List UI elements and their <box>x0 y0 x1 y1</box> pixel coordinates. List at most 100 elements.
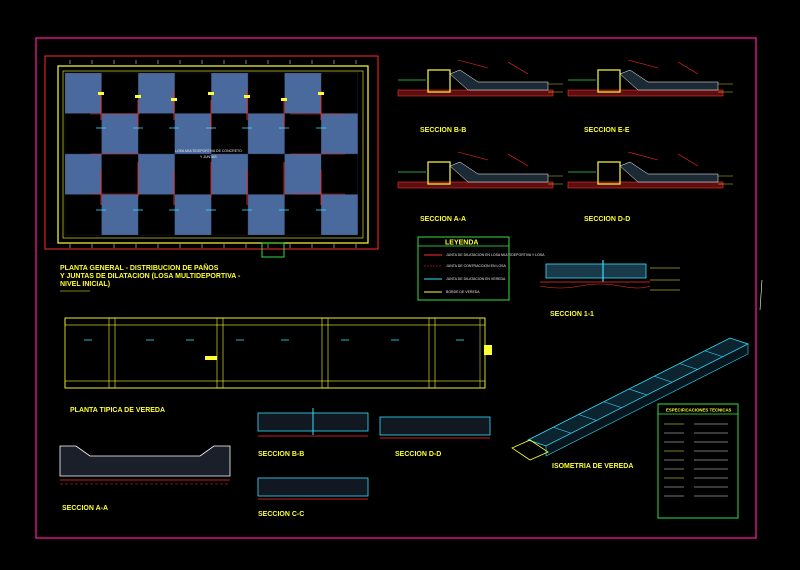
joint-tag <box>135 95 141 98</box>
slab-panel <box>138 194 175 236</box>
slab-panel <box>211 194 249 236</box>
cursor-mark <box>759 279 763 311</box>
joint-tag <box>98 92 104 95</box>
plan-general: LOSA MULTIDEPORTIVA DE CONCRETO Y JUNTAS… <box>44 55 379 292</box>
plan-curb <box>57 65 369 244</box>
plan-title-line-3: NIVEL INICIAL) <box>60 281 110 288</box>
iso-joint <box>679 363 698 370</box>
slab-panel <box>138 72 175 114</box>
slab-panel <box>247 113 285 155</box>
section-a-bottom-title: SECCION A-A <box>62 505 108 512</box>
slab-panel <box>174 153 212 195</box>
specs-title: ESPECIFICACIONES TECNICAS <box>666 408 732 413</box>
section-c-slab <box>257 477 369 497</box>
section-base <box>567 89 724 97</box>
legend-item-1: JUNTA DE DILATACION EN LOSA MULTIDEPORTI… <box>446 253 545 257</box>
slab-panel <box>284 72 322 114</box>
joint-tag <box>171 98 177 101</box>
vereda-top-border <box>64 317 486 326</box>
slab-panel <box>101 113 139 155</box>
slab-panel <box>101 72 139 114</box>
slab-panel <box>174 194 212 236</box>
iso-joint <box>628 388 648 396</box>
iso-joint <box>654 375 673 383</box>
section-slab <box>449 161 549 183</box>
slab-panel <box>211 113 249 155</box>
section-leader <box>677 153 699 167</box>
iso-joint <box>553 426 572 434</box>
specs-frame <box>657 403 739 519</box>
section-d-bottom-title: SECCION D-D <box>395 451 441 458</box>
section-1-1: SECCION 1-1 <box>539 260 680 318</box>
section-leader <box>627 59 659 69</box>
slab-panel <box>321 153 358 195</box>
vereda-plan: PLANTA TIPICA DE VEREDA <box>64 317 492 414</box>
slab-panel <box>247 72 285 114</box>
vereda-joint <box>321 317 329 389</box>
slab-panel <box>284 153 322 195</box>
slab-panel <box>64 153 102 195</box>
slab-panel <box>211 153 249 195</box>
section-a-profile <box>59 445 231 477</box>
section-slab <box>619 161 719 183</box>
vereda-plan-title: PLANTA TIPICA DE VEREDA <box>70 407 165 414</box>
slab-panel <box>174 113 212 155</box>
sheet-frame <box>35 37 757 539</box>
section-c-bottom-title: SECCION C-C <box>258 511 304 518</box>
section-base <box>567 181 724 189</box>
legend-header <box>417 236 510 247</box>
legend-item-4: BORDE DE VEREDA <box>446 290 480 294</box>
section-detail-d <box>567 151 733 189</box>
iso-joint <box>578 414 597 421</box>
section-detail-a <box>397 151 563 189</box>
slab-panel <box>101 153 139 195</box>
section-a-a-bottom: SECCION A-A <box>59 445 231 512</box>
plan-title-line-1: PLANTA GENERAL - DISTRIBUCION DE PAÑOS <box>60 263 219 272</box>
plan-inner-curb <box>62 70 364 239</box>
plan-title-line-2: Y JUNTAS DE DILATACION (LOSA MULTIDEPORT… <box>60 273 241 280</box>
section-leader <box>457 151 489 161</box>
slab-panel <box>64 194 102 236</box>
slab-panel <box>284 194 322 236</box>
expansion-joints <box>69 60 357 248</box>
section-leader <box>507 61 529 75</box>
vereda-joint <box>216 317 224 389</box>
slab-panel <box>321 72 358 114</box>
vereda-outline <box>64 317 486 389</box>
slab-panel <box>101 194 139 236</box>
access-ramp <box>261 242 285 258</box>
iso-ramp <box>511 439 549 461</box>
section-1-ground <box>539 283 651 289</box>
section-curb <box>597 69 621 93</box>
iso-joints <box>553 350 723 434</box>
plan-outer-boundary <box>44 55 379 250</box>
joint-tag <box>244 95 250 98</box>
vereda-bottom-border <box>64 380 486 389</box>
section-detail-b <box>397 59 563 97</box>
section-e-title: SECCION E-E <box>584 127 630 134</box>
iso-joint <box>704 350 723 358</box>
section-slab <box>449 69 549 91</box>
vereda-joint <box>428 317 436 389</box>
slab-panel <box>138 113 175 155</box>
slab-panel <box>247 153 285 195</box>
vereda-dim-mark <box>484 345 492 355</box>
section-curb <box>427 69 451 93</box>
slab-panel <box>64 113 102 155</box>
technical-specs: ESPECIFICACIONES TECNICAS <box>657 403 739 519</box>
slab-panel <box>211 72 249 114</box>
slab-panel <box>138 153 175 195</box>
section-base <box>397 181 554 189</box>
legend-item-3: JUNTA DE DILATACION EN VEREDA <box>446 277 506 281</box>
plan-center-note-2: Y JUNTAS <box>200 155 217 159</box>
plan-center-note: LOSA MULTIDEPORTIVA DE CONCRETO <box>175 149 242 153</box>
iso-side <box>545 343 749 457</box>
section-slab <box>619 69 719 91</box>
section-a-title: SECCION A-A <box>420 216 466 223</box>
section-d-slab <box>379 416 491 436</box>
slab-panel <box>174 72 212 114</box>
slab-panel <box>321 113 358 155</box>
joint-tag <box>208 92 214 95</box>
section-b-bottom-title: SECCION B-B <box>258 451 304 458</box>
